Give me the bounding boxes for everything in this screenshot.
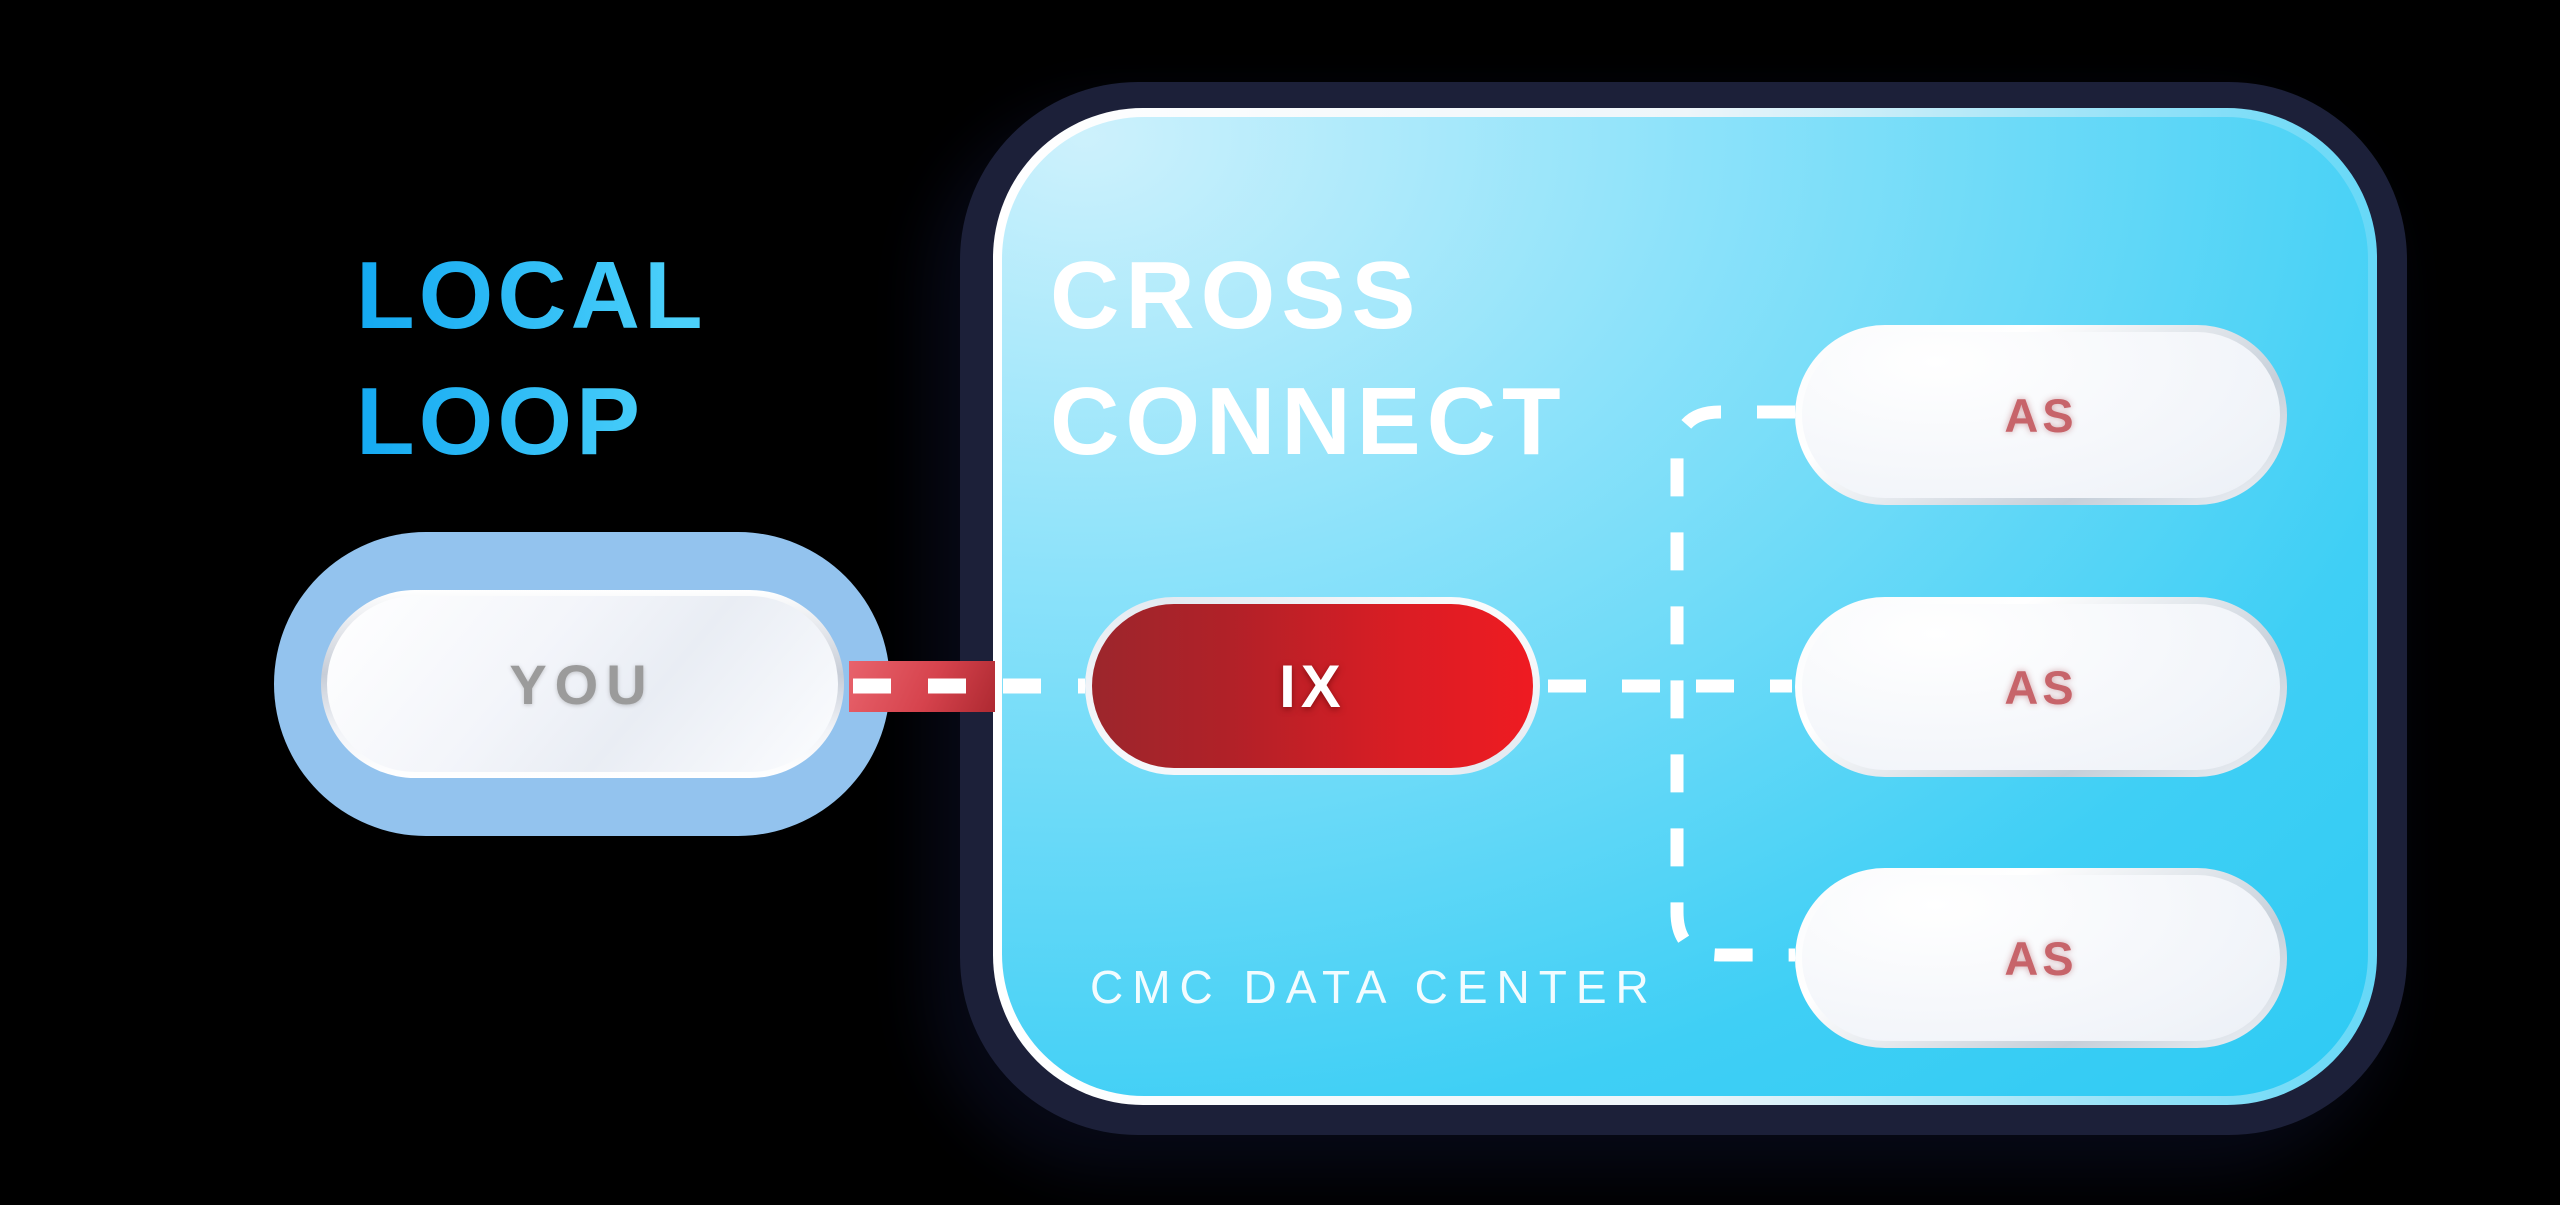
local-loop-title-line1: LOCAL bbox=[356, 242, 707, 349]
as-node-3-fill: AS bbox=[1802, 875, 2280, 1041]
as-node-3-label: AS bbox=[2004, 931, 2078, 985]
as-node-1-label: AS bbox=[2004, 388, 2078, 442]
local-loop-red-connector bbox=[849, 661, 995, 712]
as-node-1: AS bbox=[1795, 325, 2287, 505]
cross-connect-title-line2: CONNECT bbox=[1050, 368, 1567, 475]
you-node-ring: YOU bbox=[320, 590, 844, 778]
as-node-2-fill: AS bbox=[1802, 604, 2280, 770]
as-node-3: AS bbox=[1795, 868, 2287, 1048]
ix-node-label: IX bbox=[1279, 652, 1346, 720]
as-node-2-label: AS bbox=[2004, 660, 2078, 714]
cross-connect-title-line1: CROSS bbox=[1050, 242, 1422, 349]
cross-connect-title: CROSS CONNECT bbox=[1050, 233, 1567, 485]
local-loop-title: LOCAL LOOP bbox=[356, 233, 707, 485]
you-node-label: YOU bbox=[509, 652, 655, 716]
cmc-data-center-label: CMC DATA CENTER bbox=[1090, 961, 1658, 1013]
local-loop-title-line2: LOOP bbox=[356, 368, 645, 475]
as-node-2: AS bbox=[1795, 597, 2287, 777]
you-node: YOU bbox=[326, 596, 838, 772]
you-node-container: YOU bbox=[274, 532, 890, 836]
ix-node: IX bbox=[1092, 604, 1533, 768]
ix-node-ring: IX bbox=[1085, 597, 1540, 775]
as-node-1-fill: AS bbox=[1802, 332, 2280, 498]
